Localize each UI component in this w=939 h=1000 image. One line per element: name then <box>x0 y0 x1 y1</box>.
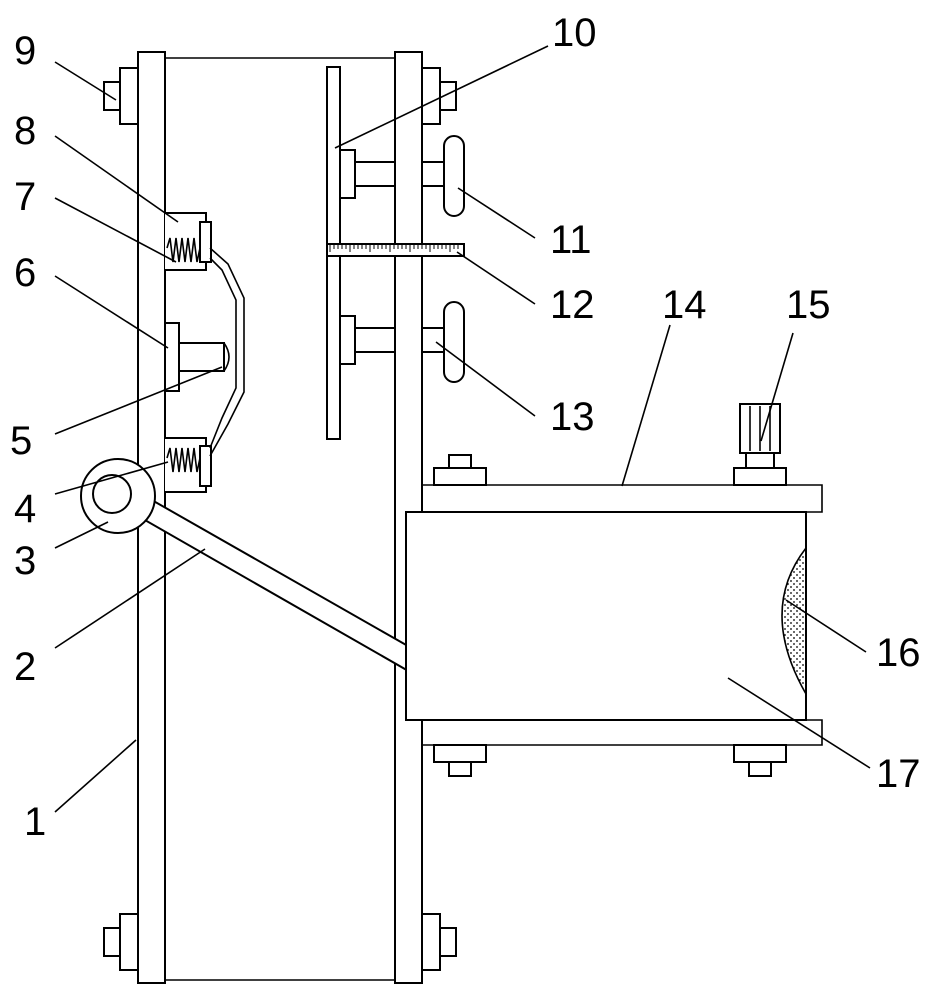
label-9: 9 <box>14 29 36 73</box>
label-11: 11 <box>550 218 592 262</box>
measuring-assembly <box>326 66 465 440</box>
label-1: 1 <box>24 800 46 844</box>
label-14: 14 <box>662 283 707 327</box>
label-7: 7 <box>14 175 36 219</box>
label-13: 13 <box>550 395 595 439</box>
leader-lines <box>54 45 871 813</box>
label-15: 15 <box>786 283 831 327</box>
side-bracket <box>405 403 823 983</box>
label-2: 2 <box>14 645 36 689</box>
label-10: 10 <box>552 11 597 55</box>
label-12: 12 <box>550 283 595 327</box>
scale-ticks <box>329 244 459 252</box>
label-6: 6 <box>14 251 36 295</box>
label-8: 8 <box>14 109 36 153</box>
label-4: 4 <box>14 487 36 531</box>
part-labels: 1 2 3 4 5 6 7 8 9 10 11 12 13 14 15 16 1… <box>10 11 921 844</box>
clamp-mechanism <box>164 212 245 493</box>
main-frame <box>103 51 457 984</box>
label-5: 5 <box>10 419 32 463</box>
handle-assembly <box>80 458 452 690</box>
label-17: 17 <box>876 752 921 796</box>
label-16: 16 <box>876 631 921 675</box>
label-3: 3 <box>14 539 36 583</box>
